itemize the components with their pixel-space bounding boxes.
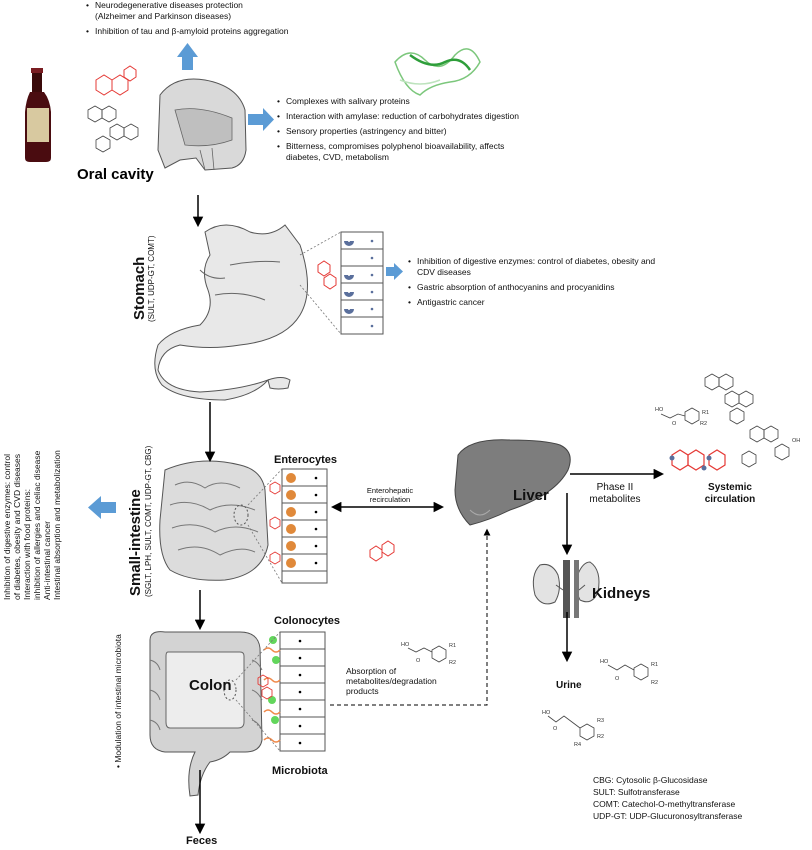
blue-arrow-right-icon (248, 108, 274, 131)
microbiota-icons (263, 636, 281, 743)
head-cross-section-icon (157, 78, 247, 171)
list-item: Gastric absorption of anthocyanins and p… (408, 282, 657, 293)
stomach-label: Stomach (131, 256, 148, 320)
liver-organ-icon (454, 439, 571, 526)
stomach-organ-icon (154, 224, 308, 401)
chem-label: O (615, 676, 620, 682)
tannin-structure-icon (704, 373, 779, 443)
phenolic-acid-structure-icon (407, 645, 447, 663)
oral-right-list: Complexes with salivary proteins Interac… (277, 96, 536, 167)
list-item: Interaction with food proteins: (22, 488, 32, 600)
list-item: inhibition of allergies and celiac disea… (32, 450, 42, 600)
chem-label: O (672, 421, 677, 427)
list-item: of diabetes, obesity and CVD diseases (12, 453, 22, 600)
blue-arrow-up-icon (177, 43, 198, 70)
oral-cavity-label: Oral cavity (77, 166, 154, 183)
tannin-structure-icon (87, 105, 139, 153)
legend-item: UDP-GT: UDP-Glucuronosyltransferase (593, 811, 743, 821)
colon-label: Colon (189, 677, 232, 694)
abbreviation-legend: CBG: Cytosolic β-Glucosidase SULT: Sulfo… (593, 774, 742, 822)
small-intestine-list: Inhibition of digestive enzymes: control… (2, 450, 62, 600)
list-item: (Alzheimer and Parkinson diseases) (95, 11, 232, 21)
chem-label: R2 (449, 660, 456, 666)
list-item: Anti-intestinal cancer (42, 521, 52, 600)
stomach-cells (340, 231, 384, 335)
chem-label: R2 (651, 680, 658, 686)
list-item: Interaction with amylase: reduction of c… (277, 111, 536, 122)
phase-ii-label: Phase II metabolites (589, 482, 641, 505)
wine-bottle-icon (25, 68, 51, 162)
chem-label: HO (401, 642, 410, 648)
chem-label: O (416, 658, 421, 664)
systemic-circulation-label: Systemic circulation (704, 482, 756, 505)
list-item: Intestinal absorption and metabolization (52, 450, 62, 600)
microbiota-label: Microbiota (272, 765, 328, 777)
legend-item: COMT: Catechol-O-methyltransferase (593, 799, 736, 809)
list-item: Inhibition of digestive enzymes: control (2, 454, 12, 600)
stomach-list: Inhibition of digestive enzymes: control… (408, 256, 657, 312)
small-intestine-organ-icon (159, 460, 269, 581)
polyphenol-structure-icon (257, 674, 273, 700)
colon-organ-icon (149, 631, 263, 797)
chem-label: R2 (597, 734, 604, 740)
polyphenol-structure-icon (671, 449, 726, 471)
blue-arrow-right-icon (386, 263, 403, 280)
flow-arrows (192, 195, 665, 835)
oral-top-list: Neurodegenerative diseases protection (A… (86, 0, 355, 41)
small-intestine-label: Small-intestine (127, 489, 144, 596)
chem-label: R1 (702, 410, 709, 416)
absorption-label: Absorption of metabolites/degradation pr… (346, 666, 437, 696)
polyphenol-structure-icon (317, 260, 337, 290)
liver-label: Liver (513, 487, 549, 504)
chem-label: R4 (574, 742, 581, 748)
chem-label: O (553, 726, 558, 732)
enterocyte-transporters (286, 473, 296, 568)
list-item: Complexes with salivary proteins (277, 96, 536, 107)
chem-label: HO (600, 659, 609, 665)
list-item: Inhibition of tau and β-amyloid proteins… (86, 26, 355, 37)
polyphenol-structure-icon (369, 540, 395, 562)
microbiota-modulation-text: Modulation of intestinal microbiota (113, 634, 123, 763)
protein-structure-icon (394, 48, 481, 96)
chem-label: R2 (700, 421, 707, 427)
list-item: Antigastric cancer (408, 297, 657, 308)
legend-item: CBG: Cytosolic β-Glucosidase (593, 775, 708, 785)
stomach-cell-receptors (344, 239, 374, 328)
list-item: Neurodegenerative diseases protection (86, 0, 355, 11)
chem-label: R3 (597, 718, 604, 724)
small-intestine-enzymes: (SGLT, LPH, SULT, COMT, UDP-GT, CBG) (144, 445, 153, 597)
chem-label: R1 (449, 643, 456, 649)
chem-label: HO (655, 407, 664, 413)
list-item: Inhibition of digestive enzymes: control… (408, 256, 657, 278)
list-item: Bitterness, compromises polyphenol bioav… (277, 141, 536, 163)
enterocytes-label: Enterocytes (274, 454, 337, 466)
kidneys-label: Kidneys (592, 585, 651, 602)
colonocyte-nuclei (298, 639, 302, 745)
legend-item: SULT: Sulfotransferase (593, 787, 680, 797)
blue-arrow-left-icon (88, 496, 116, 519)
chem-label: OH (792, 438, 800, 444)
polyphenol-structure-icon (269, 481, 281, 565)
urine-label: Urine (556, 680, 582, 691)
polyphenol-structure-icon (95, 65, 137, 96)
chem-label: R1 (651, 662, 658, 668)
colonocytes-label: Colonocytes (274, 615, 341, 627)
list-item: Sensory properties (astringency and bitt… (277, 126, 536, 137)
microbiota-modulation-label: • Modulation of intestinal microbiota (113, 634, 123, 768)
stomach-enzymes: (SULT, UDP-GT, COMT) (147, 235, 156, 322)
phenolic-acid-structure-icon (660, 407, 790, 468)
feces-label: Feces (186, 835, 218, 847)
enterocyte-nuclei (314, 476, 318, 565)
phenolic-acid-structure-icon (547, 663, 649, 741)
enterohepatic-label: Enterohepatic recirculation (366, 486, 414, 504)
chem-label: HO (542, 710, 551, 716)
kidneys-organ-icon (532, 560, 600, 618)
dashed-absorption-arrow (330, 528, 491, 706)
colonocyte-cells (279, 631, 326, 752)
